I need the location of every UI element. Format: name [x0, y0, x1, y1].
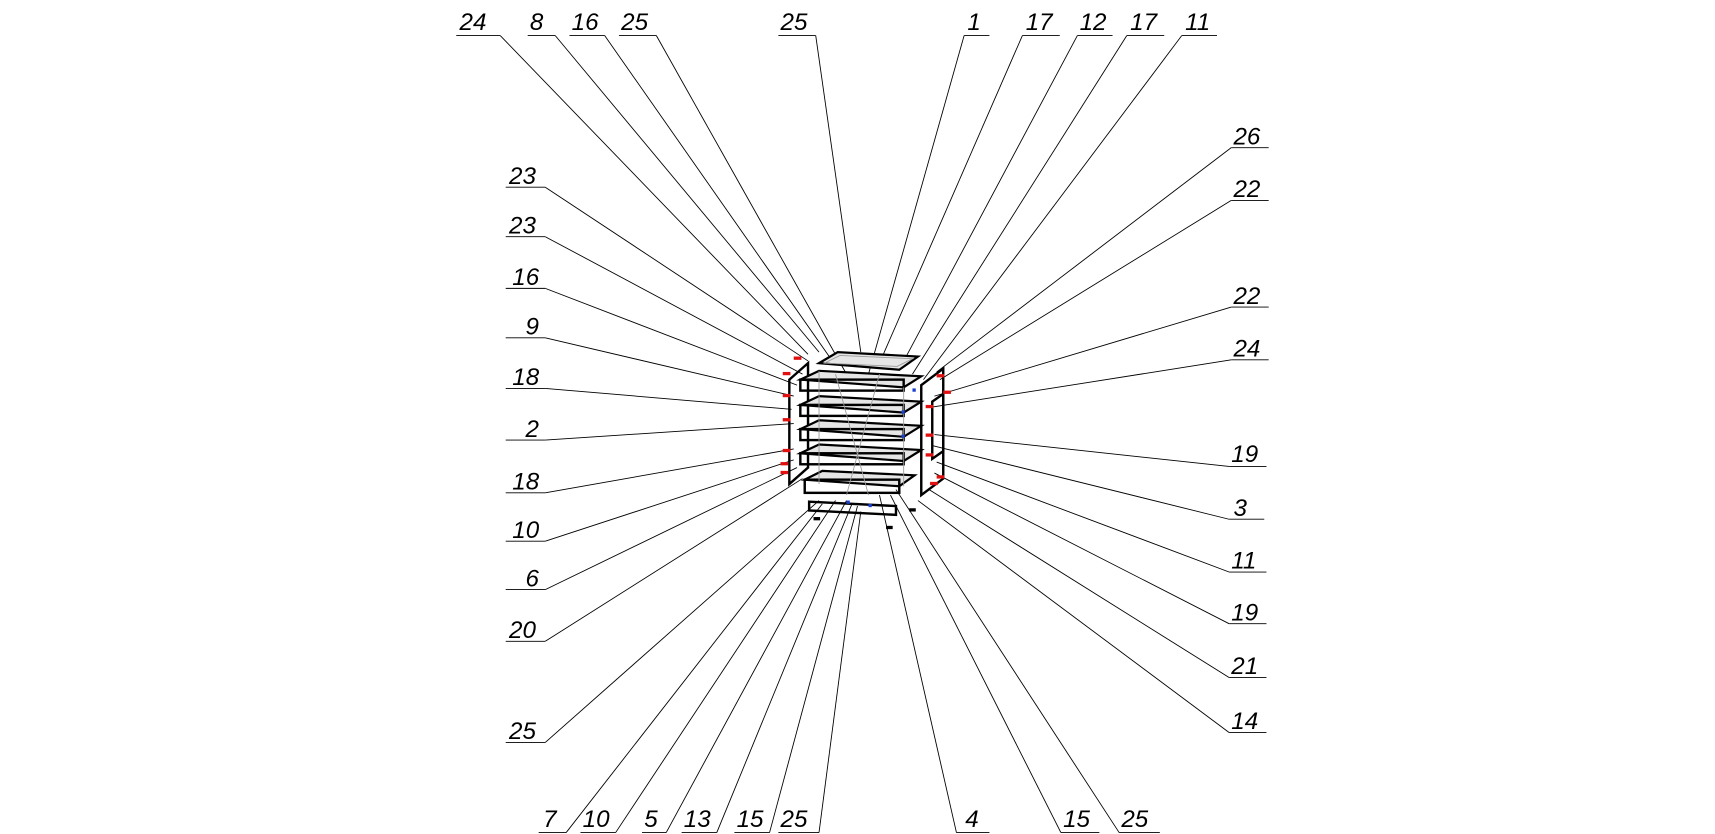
callout-leader-line: [934, 472, 1230, 625]
callout-leader-line: [932, 445, 1230, 520]
callout-leader-line: [901, 35, 1078, 366]
callout-leader-line: [936, 147, 1232, 373]
callout-leader-line: [615, 500, 836, 833]
callout-leader-line: [879, 35, 1023, 364]
callout-leader-line: [939, 200, 1232, 380]
callout-leader-line: [545, 448, 794, 494]
callout-number: 15: [737, 806, 764, 833]
callout-leader-line: [917, 500, 1230, 733]
hardware-marks: [780, 356, 951, 508]
callout-number: 9: [525, 314, 538, 341]
callout-leader-line: [716, 503, 853, 833]
callout-leader-line: [545, 387, 792, 410]
callout-number: 23: [508, 163, 536, 190]
callout-number: 1: [967, 9, 980, 36]
callout-number: 20: [508, 617, 536, 644]
callout-number: 18: [512, 364, 539, 391]
callout-leader-line: [923, 35, 1183, 380]
callout-number: 16: [512, 264, 539, 291]
callout-leader-line: [912, 35, 1128, 375]
callout-number: 10: [512, 517, 539, 544]
callout-number: 13: [684, 806, 711, 833]
callout-leader-line: [545, 236, 803, 375]
callout-leader-line: [545, 337, 794, 397]
callout-leader-line: [818, 511, 862, 833]
callout-number: 17: [1026, 9, 1054, 36]
callout-number: 25: [780, 806, 808, 833]
callout-leader-line: [890, 494, 1062, 833]
callout-number: 25: [620, 9, 648, 36]
callout-number: 8: [530, 9, 544, 36]
callout-leader-line: [928, 489, 1230, 678]
callout-leader-line: [545, 478, 803, 642]
callout-leaders: [456, 35, 1269, 833]
callout-number: 7: [543, 806, 558, 833]
callout-number: 5: [644, 806, 658, 833]
callout-leader-line: [545, 467, 798, 590]
callout-number: 11: [1231, 548, 1256, 575]
callout-number: 10: [583, 806, 610, 833]
callout-leader-line: [868, 35, 965, 375]
top-panel: [815, 351, 922, 371]
callout-number: 19: [1231, 441, 1258, 468]
callout-number: 6: [525, 565, 539, 592]
callout-leader-line: [936, 461, 1230, 573]
callout-leader-line: [544, 500, 820, 743]
callout-number: 26: [1232, 123, 1260, 150]
callout-number: 17: [1130, 9, 1158, 36]
callout-number: 23: [508, 212, 536, 239]
callout-leader-line: [545, 423, 794, 441]
callout-leader-line: [769, 505, 858, 833]
chest-of-drawers-exploded-view: [780, 351, 951, 530]
plinth: [807, 500, 898, 517]
callout-leader-line: [545, 186, 809, 362]
callout-number: 11: [1185, 9, 1210, 36]
callout-leader-line: [499, 35, 809, 355]
callout-number: 18: [512, 469, 539, 496]
callout-number: 22: [1232, 176, 1260, 203]
callout-leader-line: [934, 434, 1230, 467]
callout-number: 22: [1232, 283, 1260, 310]
callout-number: 25: [1120, 806, 1148, 833]
callout-leader-line: [655, 35, 847, 375]
callout-leader-line: [879, 494, 957, 833]
callout-leader-line: [554, 35, 820, 353]
drawer-stack: [796, 369, 925, 496]
callout-leader-line: [545, 287, 798, 386]
callout-leader-line: [565, 503, 823, 833]
callout-number: 2: [524, 416, 539, 443]
callout-number: 25: [508, 718, 536, 745]
callout-number: 12: [1080, 9, 1107, 36]
callout-number: 4: [965, 806, 978, 833]
callout-leader-line: [934, 306, 1232, 397]
callout-number: 3: [1233, 495, 1247, 522]
callout-number: 16: [572, 9, 599, 36]
callout-number: 25: [780, 9, 808, 36]
callout-number: 19: [1231, 599, 1258, 626]
callout-number: 14: [1231, 708, 1258, 735]
callout-leader-line: [895, 489, 1120, 833]
callout-leader-line: [815, 35, 862, 353]
callout-leader-line: [604, 35, 831, 358]
callout-number: 15: [1063, 806, 1090, 833]
callout-number: 24: [459, 9, 487, 36]
callout-leader-line: [932, 359, 1232, 408]
callout-number: 21: [1230, 653, 1258, 680]
callout-leader-line: [545, 459, 794, 542]
callout-number: 24: [1232, 336, 1260, 363]
callout-leader-line: [665, 500, 847, 833]
